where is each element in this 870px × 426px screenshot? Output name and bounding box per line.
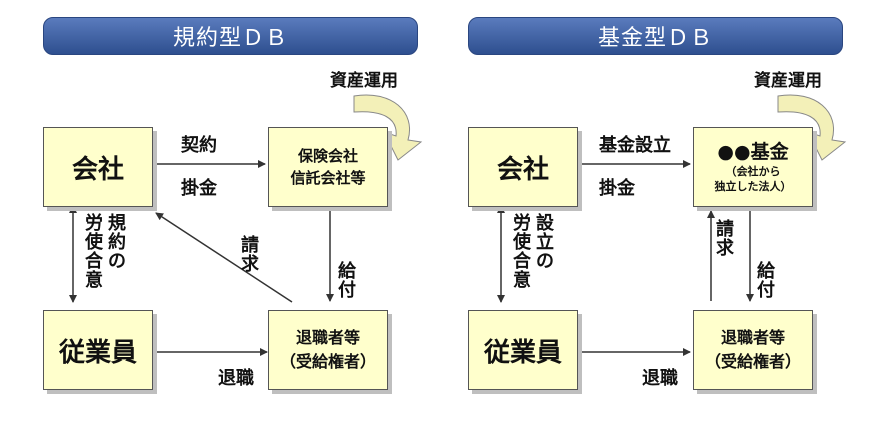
agreement-side-label: 労使合意: [85, 213, 103, 291]
request-label: 請求: [241, 235, 259, 275]
request-label-right: 請求: [716, 219, 734, 259]
establish-label: 基金設立: [599, 135, 671, 156]
agreement-main-label-right: 設立の: [536, 213, 554, 272]
asset-curve-arrow: [353, 94, 423, 161]
insurer-line-1: 保険会社: [297, 147, 358, 165]
contribution-label: 掛金: [181, 178, 217, 199]
retirement-label-right: 退職: [642, 368, 678, 389]
agreement-side-label-right: 労使合意: [513, 213, 531, 291]
retiree-line-2: （受給権者）: [279, 352, 376, 371]
retiree-line-1: 退職者等: [295, 328, 360, 347]
fund-box: ●●基金 （会社から 独立した法人）: [693, 127, 813, 207]
asset-curve-arrow-right: [777, 94, 847, 161]
retiree-box-right: 退職者等 （受給権者）: [693, 310, 813, 390]
left-title: 規約型ＤＢ: [43, 17, 418, 55]
retiree-box: 退職者等 （受給権者）: [268, 310, 388, 390]
contribution-label-right: 掛金: [599, 178, 635, 199]
employee-box: 従業員: [43, 310, 153, 390]
right-title: 基金型ＤＢ: [468, 17, 843, 55]
insurer-box: 保険会社 信託会社等: [268, 127, 388, 207]
fund-note-line-2: 独立した法人）: [714, 180, 792, 193]
fund-note-line-1: （会社から: [725, 165, 781, 178]
retirement-label: 退職: [218, 368, 254, 389]
retiree-right-line-2: （受給権者）: [704, 352, 801, 371]
left-asset-label: 資産運用: [330, 71, 398, 91]
fund-name: ●●基金: [717, 141, 789, 163]
request-arrow: [155, 212, 293, 303]
agreement-main-label: 規約の: [108, 213, 126, 272]
contract-label: 契約: [181, 135, 217, 156]
insurer-line-2: 信託会社等: [290, 169, 366, 187]
retiree-right-line-1: 退職者等: [720, 328, 785, 347]
payment-label: 給付: [338, 261, 356, 301]
right-asset-label: 資産運用: [754, 71, 822, 91]
company-box-right: 会社: [468, 127, 578, 207]
payment-label-right: 給付: [757, 261, 775, 301]
employee-box-right: 従業員: [468, 310, 578, 390]
company-box: 会社: [43, 127, 153, 207]
